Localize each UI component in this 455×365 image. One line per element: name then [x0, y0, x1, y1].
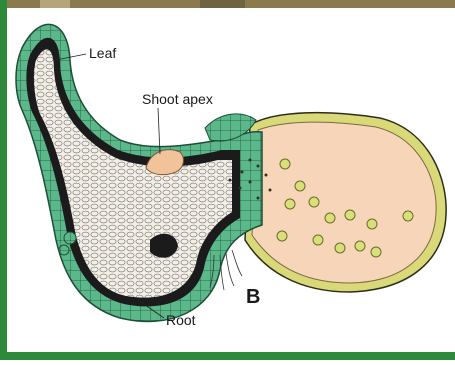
label-leaf: Leaf [89, 46, 116, 60]
label-shoot-apex: Shoot apex [142, 92, 213, 106]
panel-label: B [246, 287, 260, 307]
endosperm [252, 122, 436, 283]
photo-strip-highlight [40, 0, 70, 8]
label-root: Root [166, 313, 196, 327]
green-frame-left [0, 0, 7, 360]
photo-strip-shadow [200, 0, 245, 8]
epidermal-bump [64, 232, 76, 244]
green-frame-bottom [0, 352, 455, 360]
epidermal-bump [59, 245, 69, 255]
